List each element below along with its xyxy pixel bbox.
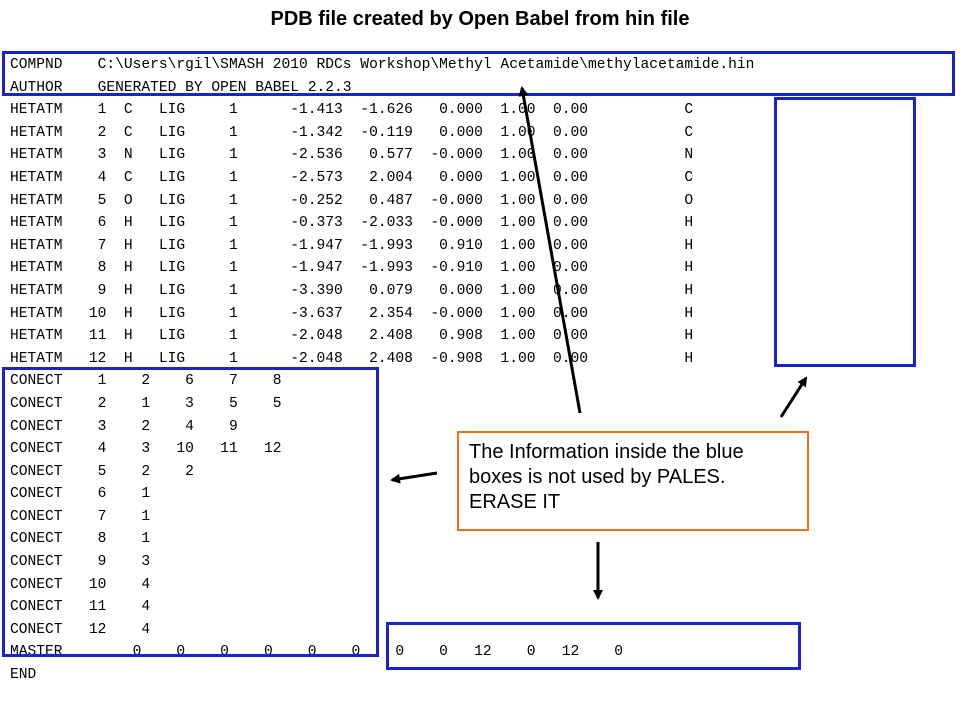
hetatm-record-line: HETATM 1 C LIG 1 -1.413 -1.626 0.000 1.0…: [10, 102, 694, 119]
compnd-record-line: COMPND C:\Users\rgil\SMASH 2010 RDCs Wor…: [10, 57, 755, 73]
conect-record-line: CONECT 3 2 4 9: [10, 418, 238, 435]
arrow-to-element-column-box: [779, 376, 808, 418]
erase-instruction-callout: The Information inside the blue boxes is…: [457, 431, 809, 531]
element-symbol-column-box: [774, 97, 916, 367]
hetatm-record-line: HETATM 8 H LIG 1 -1.947 -1.993 -0.910 1.…: [10, 260, 694, 277]
conect-record-line: CONECT 10 4: [10, 576, 151, 593]
hetatm-record-line: HETATM 10 H LIG 1 -3.637 2.354 -0.000 1.…: [10, 305, 694, 322]
hetatm-record-line: HETATM 4 C LIG 1 -2.573 2.004 0.000 1.00…: [10, 169, 694, 186]
hetatm-record-line: HETATM 6 H LIG 1 -0.373 -2.033 -0.000 1.…: [10, 215, 694, 232]
author-record-line: AUTHOR GENERATED BY OPEN BABEL 2.2.3: [10, 79, 352, 96]
conect-record-line: CONECT 7 1: [10, 508, 151, 525]
conect-record-line: CONECT 5 2 2: [10, 463, 194, 480]
hetatm-record-line: HETATM 7 H LIG 1 -1.947 -1.993 0.910 1.0…: [10, 237, 694, 254]
hetatm-record-line: HETATM 3 N LIG 1 -2.536 0.577 -0.000 1.0…: [10, 147, 694, 164]
callout-line: boxes is not used by PALES.: [469, 466, 726, 488]
callout-line: The Information inside the blue: [469, 441, 744, 463]
master-record-tail-box: [386, 622, 801, 670]
conect-record-line: CONECT 4 3 10 11 12: [10, 441, 282, 458]
conect-record-line: CONECT 8 1: [10, 531, 151, 548]
conect-record-line: CONECT 11 4: [10, 599, 151, 616]
end-record-line: END: [10, 667, 37, 684]
conect-record-line: CONECT 1 2 6 7 8: [10, 373, 282, 390]
conect-records-box: [2, 367, 379, 657]
header-records-box: [2, 51, 955, 96]
hetatm-record-line: HETATM 5 O LIG 1 -0.252 0.487 -0.000 1.0…: [10, 192, 694, 209]
hetatm-record-line: HETATM 11 H LIG 1 -2.048 2.408 0.908 1.0…: [10, 328, 694, 345]
hetatm-record-line: HETATM 2 C LIG 1 -1.342 -0.119 0.000 1.0…: [10, 124, 694, 141]
callout-line: ERASE IT: [469, 491, 561, 513]
conect-record-line: CONECT 12 4: [10, 621, 151, 638]
conect-record-line: CONECT 6 1: [10, 486, 151, 503]
conect-record-line: CONECT 9 3: [10, 554, 151, 571]
hetatm-record-line: HETATM 9 H LIG 1 -3.390 0.079 0.000 1.00…: [10, 282, 694, 299]
slide-title: PDB file created by Open Babel from hin …: [270, 8, 690, 30]
conect-record-line: CONECT 2 1 3 5 5: [10, 395, 282, 412]
